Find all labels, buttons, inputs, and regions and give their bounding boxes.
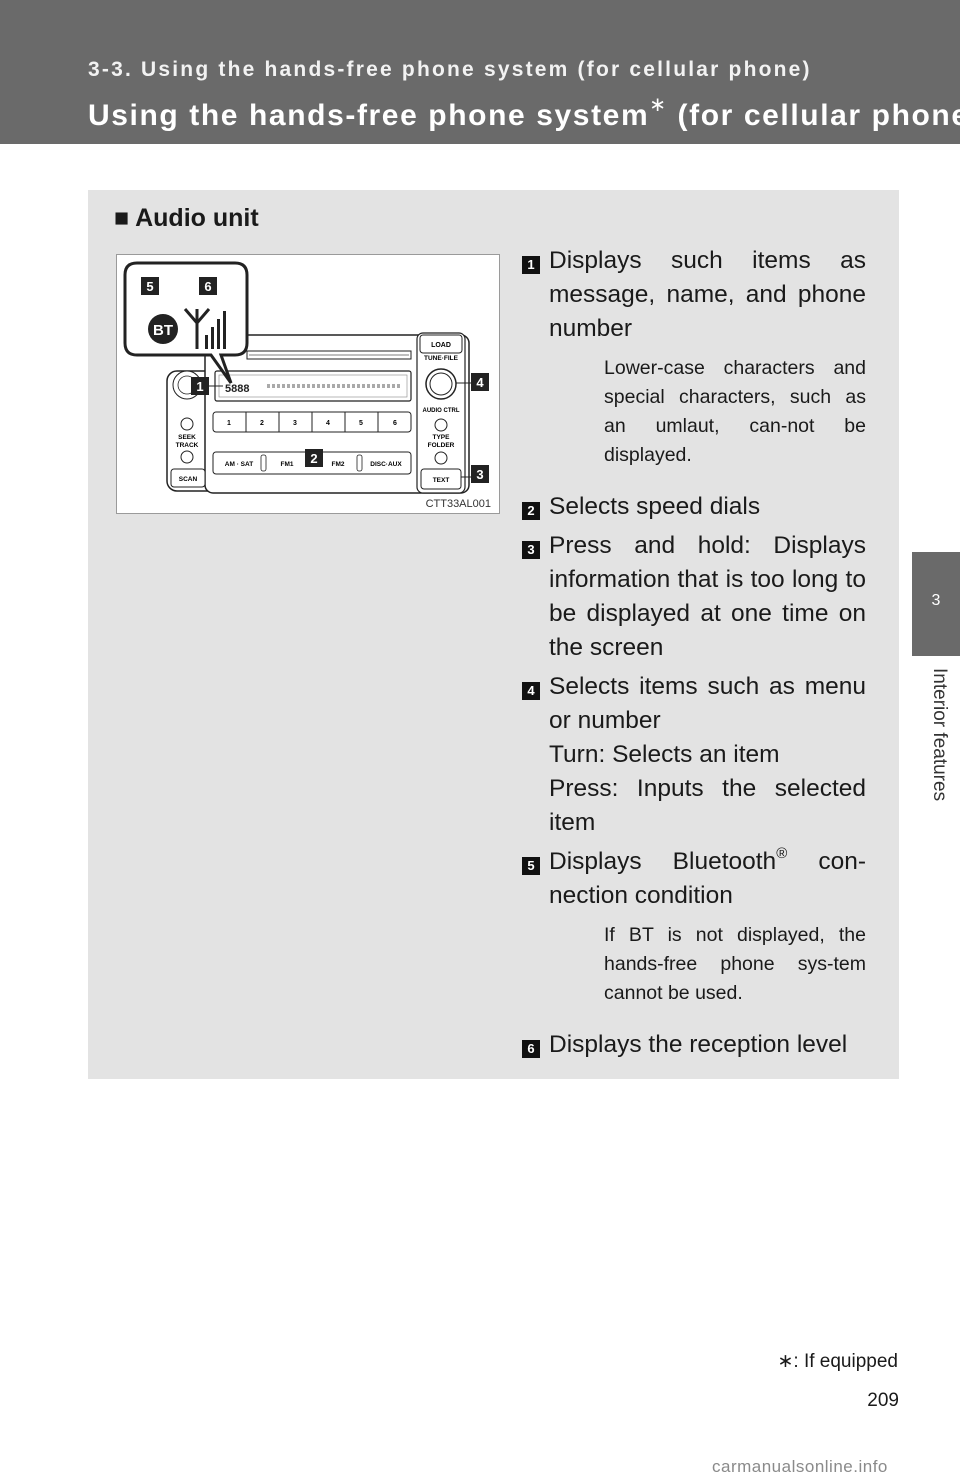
section-heading-text: Audio unit (135, 204, 259, 232)
page-header: 3-3. Using the hands-free phone system (… (0, 0, 960, 144)
item-text: Displays Bluetooth® con-nection conditio… (549, 845, 866, 913)
bt-indicator: BT (153, 322, 173, 339)
am-sat-button: AM · SAT (225, 461, 253, 468)
load-button: LOAD (431, 342, 451, 349)
item-number-badge: 2 (522, 502, 540, 520)
title-main: Using the hands-free phone system (88, 99, 650, 132)
list-item: 5 Displays Bluetooth® con-nection condit… (520, 845, 866, 913)
item-text: Selects items such as menu or number (549, 673, 866, 734)
display-digits: 5888 (225, 383, 249, 395)
seek-label: SEEK (178, 434, 196, 441)
figure-caption: CTT33AL001 (426, 498, 491, 510)
type-label: TYPE (433, 434, 451, 441)
title-suffix: (for cellular phone) (667, 99, 960, 132)
preset-1: 1 (227, 420, 231, 427)
footnote: ∗: If equipped (777, 1351, 898, 1372)
chapter-tab[interactable]: 3 (912, 552, 960, 656)
text-button: TEXT (433, 477, 450, 484)
watermark[interactable]: carmanualsonline.info (712, 1457, 888, 1476)
fm1-button: FM1 (281, 461, 294, 468)
item-note: Lower-case characters and special charac… (604, 357, 866, 466)
tune-file-label: TUNE·FILE (424, 355, 459, 362)
chapter-label: Interior features (929, 668, 950, 802)
item-number-badge: 1 (522, 256, 540, 274)
scan-button: SCAN (179, 476, 198, 483)
if-equipped-mark: ∗ (649, 94, 668, 116)
registered-mark: ® (776, 845, 788, 862)
track-label: TRACK (176, 442, 199, 449)
section-heading: ■Audio unit (114, 204, 259, 233)
list-item: 3 Press and hold: Displays information t… (520, 529, 866, 665)
item-text: Displays the reception level (549, 1031, 848, 1058)
preset-5: 5 (359, 420, 363, 427)
audio-ctrl-label: AUDIO CTRL (423, 408, 460, 414)
item-number-badge: 5 (522, 857, 540, 875)
callout-6: 6 (204, 279, 211, 294)
preset-4: 4 (326, 420, 330, 427)
preset-6: 6 (393, 420, 397, 427)
chapter-number: 3 (931, 592, 941, 609)
callout-1: 1 (196, 379, 203, 394)
list-item: 6 Displays the reception level (520, 1028, 866, 1062)
item-text-end: con-nection condition (549, 848, 867, 909)
audio-unit-figure: LOAD TUNE·FILE AUDIO CTRL TYPE FOLDER TE… (116, 254, 500, 514)
item-note: If BT is not displayed, the hands-free p… (604, 924, 866, 1004)
list-item: 1 Displays such items as message, name, … (520, 244, 866, 346)
item-text: Selects speed dials (549, 493, 761, 520)
section-subtitle: 3-3. Using the hands-free phone system (… (88, 58, 812, 81)
section-marker: ■ (114, 204, 130, 232)
audio-unit-illustration: LOAD TUNE·FILE AUDIO CTRL TYPE FOLDER TE… (123, 261, 491, 510)
item-text: Displays such items as message, name, an… (549, 247, 866, 342)
list-item: 4 Selects items such as menu or number T… (520, 670, 866, 840)
page-title: Using the hands-free phone system∗ (for … (88, 92, 960, 133)
fm2-button: FM2 (332, 461, 345, 468)
callout-4: 4 (476, 375, 484, 390)
callout-2: 2 (310, 451, 317, 466)
item-text-turn: Turn: Selects an item (549, 741, 780, 768)
item-number-badge: 3 (522, 541, 540, 559)
disc-aux-button: DISC·AUX (370, 461, 402, 468)
item-number-badge: 6 (522, 1040, 540, 1058)
item-text: Press and hold: Displays information tha… (549, 532, 866, 661)
callout-5: 5 (146, 279, 153, 294)
item-number-badge: 4 (522, 682, 540, 700)
item-text-press: Press: Inputs the selected item (549, 775, 866, 836)
preset-3: 3 (293, 420, 297, 427)
folder-label: FOLDER (428, 442, 455, 449)
preset-2: 2 (260, 420, 264, 427)
callout-description-list: 1 Displays such items as message, name, … (520, 244, 866, 1067)
list-item: 2 Selects speed dials (520, 490, 866, 524)
callout-3: 3 (476, 467, 483, 482)
item-text-start: Displays Bluetooth (549, 848, 777, 875)
page-number: 209 (867, 1390, 899, 1411)
